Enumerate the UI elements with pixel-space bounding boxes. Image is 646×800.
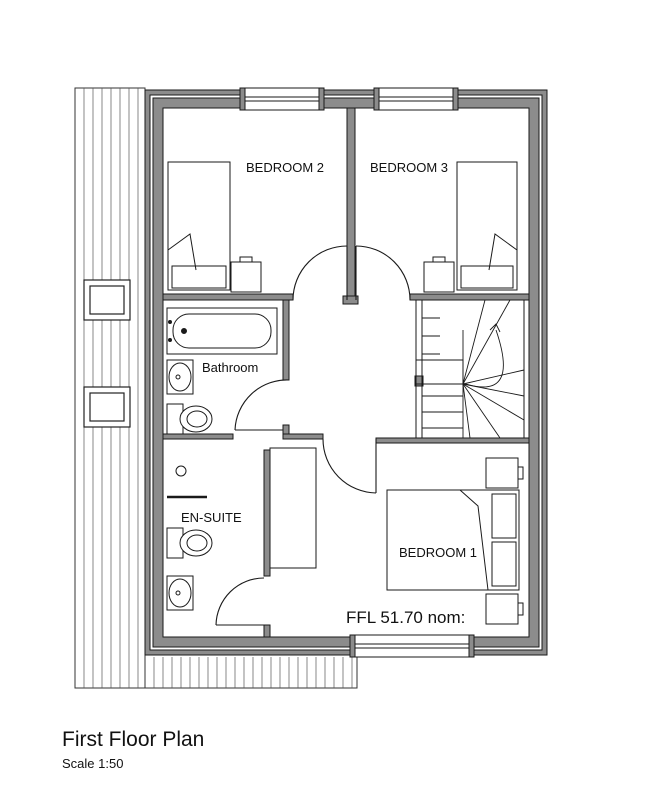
- bathroom-fixtures: [166, 307, 278, 435]
- label-bedroom2: BEDROOM 2: [246, 160, 324, 175]
- bedroom3-furniture: [423, 161, 518, 293]
- bedroom2-furniture: [167, 161, 262, 293]
- doors: [215, 245, 411, 626]
- label-bedroom1: BEDROOM 1: [399, 545, 477, 560]
- bedside-table-upper: [485, 457, 519, 489]
- plan-scale: Scale 1:50: [62, 756, 124, 771]
- bedroom1-furniture: [386, 457, 524, 625]
- ensuite-fixtures: [166, 465, 213, 611]
- roof-area: [74, 87, 358, 689]
- bedside-table-bedroom2: [230, 261, 262, 293]
- plan-title: First Floor Plan: [62, 728, 205, 751]
- ffl-level-label: FFL 51.70 nom:: [346, 608, 465, 627]
- windows: [239, 87, 475, 658]
- label-bathroom: Bathroom: [202, 360, 258, 375]
- label-ensuite: EN-SUITE: [181, 510, 242, 525]
- internal-walls: [162, 107, 530, 638]
- bedside-table-bedroom3: [423, 261, 455, 293]
- label-bedroom3: BEDROOM 3: [370, 160, 448, 175]
- staircase: [415, 299, 525, 439]
- bedside-table-lower: [485, 593, 519, 625]
- landing-cupboard: [269, 447, 317, 569]
